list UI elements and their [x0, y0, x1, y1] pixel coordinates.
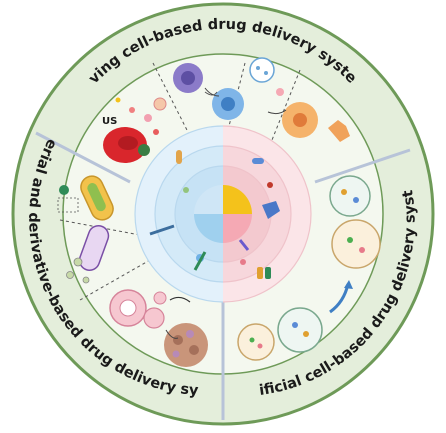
bacterial-illustrations	[57, 175, 114, 284]
cell-outline-icon	[249, 57, 275, 83]
shield-icon	[262, 201, 280, 219]
sector-dividers	[35, 131, 411, 420]
artificial-cell-illustrations	[237, 175, 381, 361]
central-core	[134, 125, 312, 303]
pill-icon	[176, 150, 182, 164]
sector-dashes	[59, 62, 301, 301]
process-arrows	[165, 87, 287, 339]
capsule-icon	[252, 158, 264, 164]
tumor-mass-icon	[164, 323, 208, 367]
battery-icon	[257, 267, 263, 279]
tumor-illustrations	[109, 289, 208, 367]
bacterial-vesicle-icon	[78, 225, 110, 271]
artificial-cell-icon	[329, 175, 371, 217]
sun-icon	[223, 185, 252, 214]
syringe-icon	[149, 224, 175, 236]
ultrasound-label: US	[102, 116, 117, 127]
living-cell-illustrations: US	[102, 57, 350, 163]
